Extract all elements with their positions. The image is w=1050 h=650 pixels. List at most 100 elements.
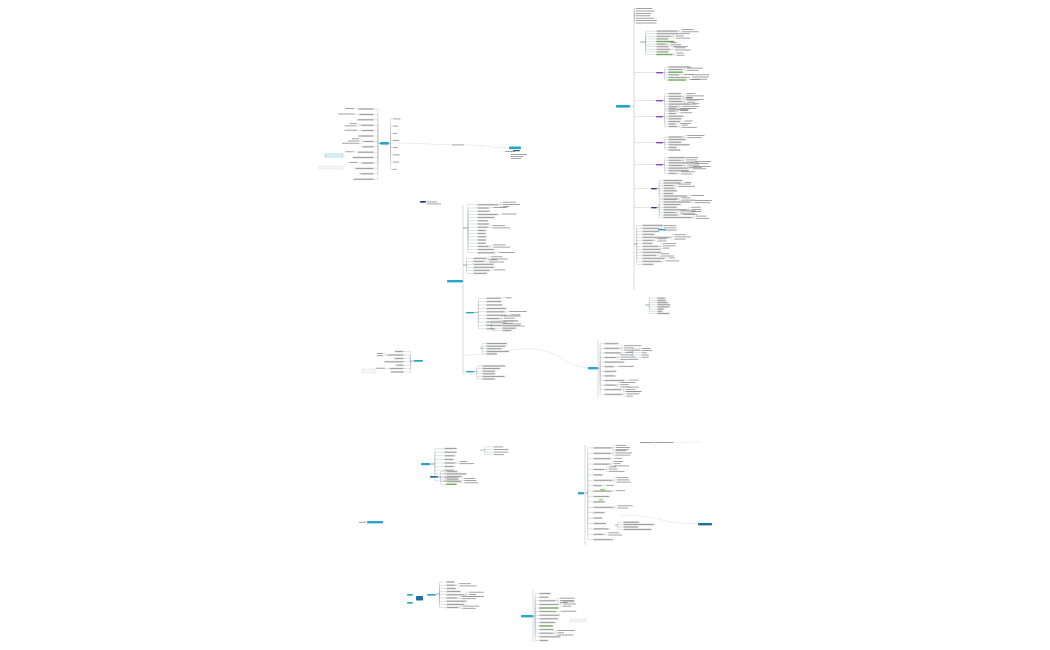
note-box[interactable] — [361, 368, 377, 374]
branch-line — [663, 110, 668, 117]
purple-branch-marker[interactable] — [656, 100, 663, 102]
subtopic-node[interactable] — [513, 150, 520, 152]
branch-line — [598, 368, 604, 381]
leaf-text — [446, 607, 459, 608]
sub-leaf-text — [608, 466, 617, 468]
subtopic-node[interactable] — [407, 594, 413, 596]
note-box[interactable] — [569, 618, 587, 623]
sub-leaf-text — [459, 461, 468, 462]
leaf-text — [444, 469, 454, 471]
branch-line — [430, 455, 444, 465]
sub-leaf-text — [692, 166, 711, 167]
leaf-text — [502, 325, 521, 327]
topic-node-bottom-left[interactable] — [367, 521, 383, 524]
leaf-text — [657, 299, 666, 301]
purple-branch-marker[interactable] — [656, 72, 663, 74]
branch-line — [585, 492, 593, 519]
topic-node-far-right[interactable] — [698, 523, 712, 526]
leaf-text — [668, 79, 686, 81]
leaf-text — [604, 366, 614, 368]
topic-node-right-middle[interactable] — [588, 367, 598, 370]
sub-leaf-text — [682, 105, 699, 107]
sub-branch-line — [670, 47, 675, 50]
leaf-text — [656, 33, 677, 35]
sub-leaf-text — [560, 610, 577, 612]
leaf-text — [444, 451, 457, 453]
leaf-text — [539, 629, 554, 630]
sub-branch-line — [356, 125, 361, 127]
leaf-text — [486, 301, 502, 302]
sub-leaf-text — [685, 182, 692, 183]
sub-branch-line — [611, 453, 616, 456]
leaf-text — [642, 350, 652, 351]
navy-branch-marker[interactable] — [651, 188, 657, 190]
branch-line — [615, 524, 623, 528]
topic-branch-marker[interactable] — [466, 371, 474, 373]
topic-node-center-lower[interactable] — [421, 463, 430, 466]
branch-line — [463, 264, 473, 274]
topic-node-top-right[interactable] — [616, 105, 630, 108]
leaf-text — [668, 103, 688, 105]
topic-node-top-left[interactable] — [380, 142, 389, 145]
navy-branch-marker[interactable] — [651, 207, 657, 209]
leaf-text — [477, 246, 489, 247]
leaf-text — [494, 449, 509, 450]
sub-leaf-text — [674, 47, 686, 49]
sub-leaf-text — [623, 347, 634, 349]
topic-node-center-small[interactable] — [509, 146, 521, 150]
subtopic-node[interactable] — [427, 594, 436, 596]
branch-line — [585, 447, 593, 494]
sub-branch-line — [653, 238, 658, 241]
topic-branch-marker[interactable] — [658, 229, 666, 231]
leaf-text — [663, 190, 677, 192]
leaf-text — [539, 625, 553, 627]
sub-leaf-text — [616, 490, 625, 492]
highlighted-leaf[interactable] — [599, 499, 603, 501]
branch-line — [474, 304, 486, 313]
sub-leaf-text — [686, 93, 696, 95]
subtopic-node[interactable] — [407, 602, 413, 604]
branch-line — [438, 476, 446, 485]
branch-line — [374, 143, 380, 147]
leaf-text — [353, 178, 374, 180]
purple-branch-marker[interactable] — [656, 116, 663, 118]
branch-line — [657, 207, 663, 218]
purple-branch-marker[interactable] — [656, 164, 663, 166]
highlighted-leaf[interactable] — [600, 489, 605, 491]
leaf-text — [663, 193, 673, 194]
sub-leaf-text — [615, 450, 627, 452]
sub-branch-line — [484, 261, 489, 263]
navy-label-node[interactable] — [420, 201, 426, 203]
branch-line — [663, 100, 668, 105]
branch-line — [430, 463, 444, 482]
branch-line — [463, 223, 477, 229]
leaf-text — [482, 365, 505, 367]
topic-node-bottom-center[interactable] — [416, 596, 423, 601]
sub-leaf-text — [462, 607, 476, 609]
sub-branch-line — [676, 210, 681, 213]
sub-leaf-text — [669, 257, 676, 259]
sub-branch-line — [458, 607, 463, 609]
sub-leaf-text — [680, 108, 697, 109]
topic-branch-marker[interactable] — [466, 312, 474, 314]
branch-line — [463, 258, 473, 266]
sub-branch-line — [612, 480, 617, 483]
branch-line — [404, 360, 414, 369]
sub-branch-line — [682, 96, 687, 99]
topic-node-center[interactable] — [447, 280, 463, 283]
branch-line — [634, 243, 642, 253]
leaf-text — [642, 224, 663, 226]
leaf-text — [668, 108, 689, 110]
branch-line — [404, 351, 414, 362]
note-box[interactable] — [324, 153, 344, 158]
leaf-text — [668, 115, 684, 117]
topic-node-bottom-right[interactable] — [578, 492, 584, 495]
note-box[interactable] — [318, 165, 344, 170]
branch-line — [657, 182, 663, 189]
leaf-text — [668, 106, 678, 108]
topic-node-left-middle[interactable] — [414, 360, 423, 362]
branch-line — [640, 41, 656, 53]
purple-branch-marker[interactable] — [656, 142, 663, 144]
topic-node-bottom-center-right[interactable] — [521, 615, 533, 618]
